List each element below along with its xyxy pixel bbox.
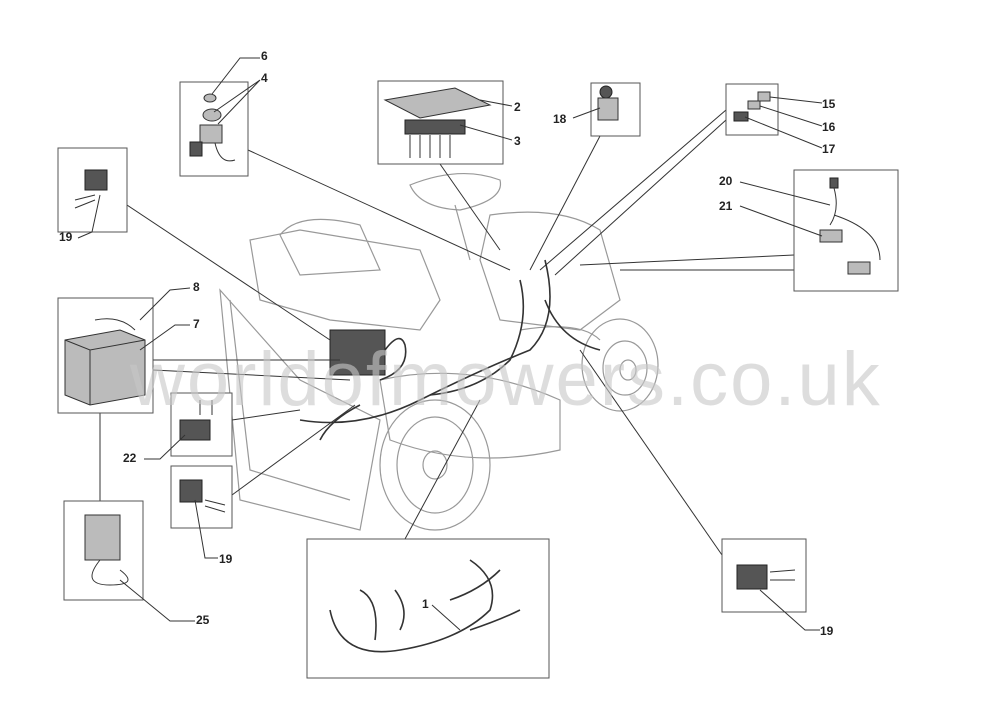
callout-20: 20 <box>719 174 733 188</box>
callout-6: 6 <box>261 49 268 63</box>
leader-lines <box>99 109 795 556</box>
detail-switch-19b <box>170 465 233 529</box>
callout-19: 19 <box>219 552 233 566</box>
wiring-harness-installed <box>299 259 601 441</box>
watermark: worldofmowers.co.uk <box>129 337 882 422</box>
detail-switch-19c <box>721 538 807 613</box>
callout-4: 4 <box>261 71 268 85</box>
callout-22: 22 <box>123 451 137 465</box>
detail-battery-charger <box>63 500 144 601</box>
callout-8: 8 <box>193 280 200 294</box>
callout-3: 3 <box>514 134 521 148</box>
callout-25: 25 <box>196 613 210 627</box>
battery-in-place <box>329 329 386 376</box>
callout-18: 18 <box>553 112 567 126</box>
callout-17: 17 <box>822 142 836 156</box>
callout-16: 16 <box>822 120 836 134</box>
detail-main-harness <box>306 538 550 679</box>
callout-leaders <box>77 57 831 631</box>
callout-15: 15 <box>822 97 836 111</box>
detail-sensor-harness <box>793 169 899 292</box>
callout-19: 19 <box>820 624 834 638</box>
callout-1: 1 <box>422 597 429 611</box>
detail-ignition-switch <box>179 81 249 177</box>
tractor-illustration <box>219 173 659 531</box>
callout-21: 21 <box>719 199 733 213</box>
detail-control-panel <box>377 80 504 165</box>
detail-relay-22 <box>170 392 233 457</box>
callout-7: 7 <box>193 317 200 331</box>
detail-switch-19a <box>57 147 128 233</box>
detail-battery <box>57 297 154 414</box>
detail-pto-switch <box>590 82 641 137</box>
callout-2: 2 <box>514 100 521 114</box>
callout-19: 19 <box>59 230 73 244</box>
